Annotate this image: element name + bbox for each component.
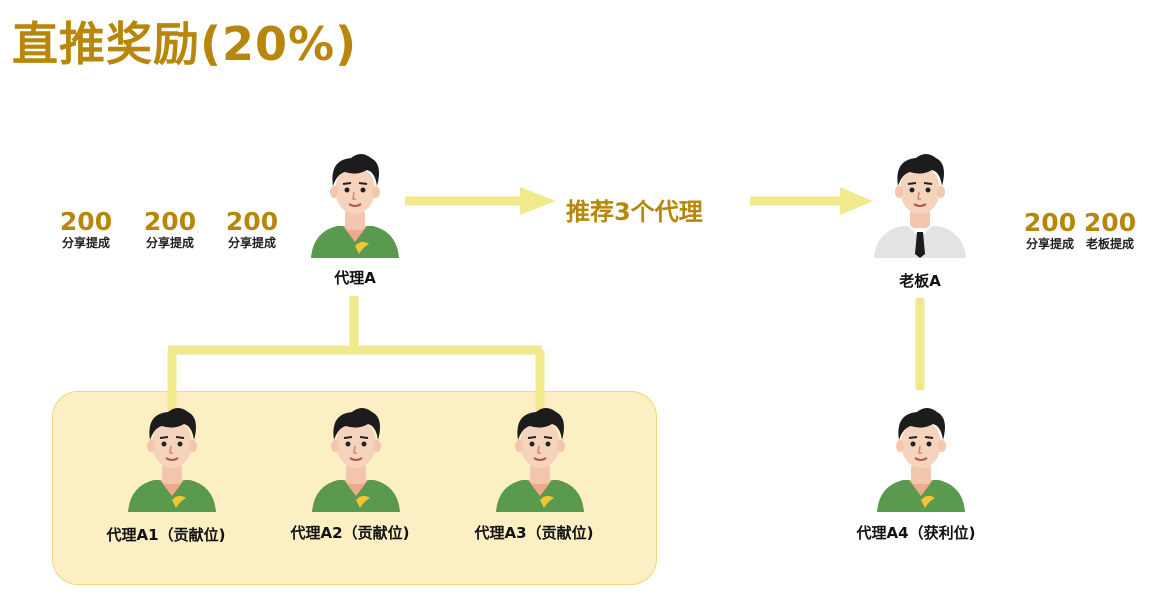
boss-a-avatar xyxy=(870,146,970,258)
amount-value: 200 xyxy=(225,207,279,236)
amount-value: 200 xyxy=(143,207,197,236)
arrow2-head xyxy=(840,187,873,215)
amount-value: 200 xyxy=(1083,208,1137,237)
amount-label: 分享提成 xyxy=(1025,237,1074,251)
agent-a3-name: 代理A3（贡献位) xyxy=(474,524,594,542)
agent-a3-avatar xyxy=(490,400,590,512)
page-title: 直推奖励(20%) xyxy=(12,17,358,71)
amount-label: 分享提成 xyxy=(61,236,110,250)
agent-a1-avatar xyxy=(122,400,222,512)
share-commission-3: 200 分享提成 xyxy=(220,207,284,251)
arrow1-head xyxy=(520,187,556,215)
amount-value: 200 xyxy=(59,207,113,236)
agent-a2-avatar xyxy=(306,400,406,512)
boss-commission: 200 老板提成 xyxy=(1078,208,1142,252)
boss-share-commission: 200 分享提成 xyxy=(1018,208,1082,252)
amount-label: 老板提成 xyxy=(1085,237,1134,251)
agent-a1-name: 代理A1（贡献位) xyxy=(106,526,226,544)
share-commission-2: 200 分享提成 xyxy=(138,207,202,251)
boss-a-name: 老板A xyxy=(899,272,941,290)
share-commission-1: 200 分享提成 xyxy=(54,207,118,251)
agent-a2-name: 代理A2（贡献位) xyxy=(290,524,410,542)
agent-a-name: 代理A xyxy=(334,269,376,287)
agent-a-avatar xyxy=(305,146,405,258)
amount-label: 分享提成 xyxy=(145,236,194,250)
amount-value: 200 xyxy=(1023,208,1077,237)
recommend-label: 推荐3个代理 xyxy=(566,198,703,226)
amount-label: 分享提成 xyxy=(227,236,276,250)
agent-a4-avatar xyxy=(871,400,971,512)
agent-a4-name: 代理A4（获利位) xyxy=(856,524,976,542)
